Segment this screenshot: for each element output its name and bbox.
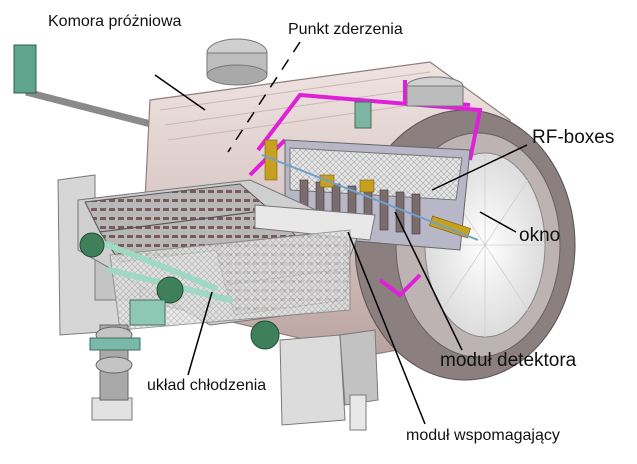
label-cooling-system: układ chłodzenia: [147, 377, 267, 394]
label-vacuum-chamber: Komora próżniowa: [48, 13, 182, 30]
leader-uklad: [187, 291, 213, 376]
module-platform: [77, 179, 376, 331]
rod-end-block: [13, 44, 37, 94]
leader-komora: [154, 74, 206, 111]
leader-modul-wspomagajacy: [347, 231, 426, 425]
green-flanges: [79, 232, 280, 350]
pump-column: [89, 299, 166, 401]
leader-punkt: [227, 41, 301, 153]
leader-lines: [154, 41, 528, 425]
leader-modul-detektora: [394, 211, 463, 351]
label-window: okno: [519, 225, 561, 246]
label-rf-boxes: RF-boxes: [532, 127, 615, 148]
top-port: [354, 76, 464, 129]
label-auxiliary-module: moduł wspomagający: [406, 427, 560, 444]
label-collision-point: Punkt zderzenia: [288, 21, 403, 38]
leader-rf-boxes: [431, 144, 528, 191]
detector-plates: [299, 179, 421, 235]
label-detector-module: moduł detektora: [440, 350, 577, 371]
leader-okno: [479, 211, 517, 233]
